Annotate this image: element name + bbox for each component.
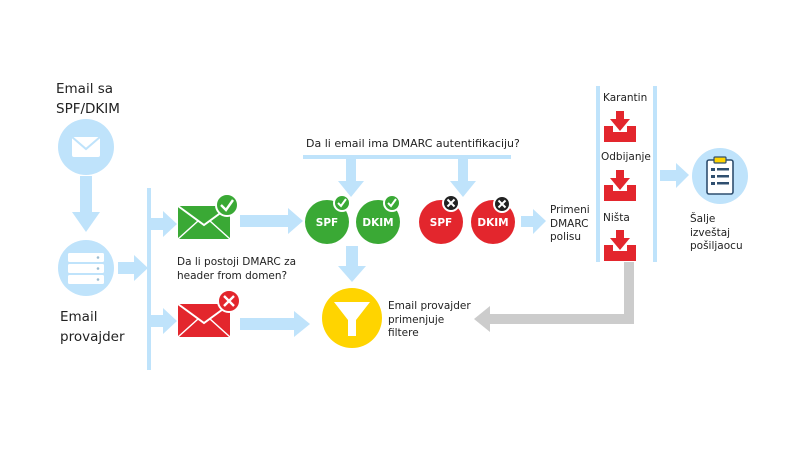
report-label-line2: izveštaj [690, 226, 731, 239]
filter-label: Email provajder primenjuje filtere [388, 300, 471, 341]
dkim-pass-label: DKIM [362, 217, 393, 229]
policy-quarantine-label: Karantin [603, 92, 648, 104]
reject-icon [604, 170, 636, 201]
arrow-down [72, 176, 100, 232]
policy-reject-label: Odbijanje [601, 151, 651, 163]
dmarc-exists-question-line1: Da li postoji DMARC za [177, 256, 297, 268]
dkim-fail-label: DKIM [477, 217, 508, 229]
arrow-right [521, 209, 546, 234]
report-label-line3: pošiljaocu [690, 240, 743, 253]
filter-label-line2: primenjuje [388, 313, 445, 326]
apply-policy-label: Primeni DMARC polisu [550, 204, 590, 245]
dmarc-auth-question: Da li email ima DMARC autentifikaciju? [306, 137, 520, 150]
filter-icon [322, 288, 382, 348]
apply-policy-line3: polisu [550, 231, 582, 244]
policy-column-left [596, 86, 600, 262]
arrow-right [240, 311, 310, 337]
apply-policy-line1: Primeni [550, 204, 590, 216]
arrow-right [660, 163, 689, 188]
none-icon [604, 230, 636, 261]
branch-bar [147, 188, 151, 370]
email-source-label-line1: Email sa [56, 81, 114, 97]
email-source-icon [58, 119, 114, 175]
policy-column-right [653, 86, 657, 262]
dkim-pass-badge [356, 194, 401, 244]
arrow-right [240, 208, 303, 234]
dkim-fail-badge [471, 195, 515, 244]
spf-fail-badge [419, 194, 463, 244]
report-label-line1: Šalje [690, 213, 716, 225]
provider-label-line2: provajder [60, 328, 125, 345]
provider-label-line1: Email [60, 309, 98, 325]
provider-label: Email provajder [60, 308, 125, 347]
filter-label-line3: filtere [388, 327, 419, 340]
report-label: Šalje izveštaj pošiljaocu [690, 213, 743, 254]
email-source-label: Email sa SPF/DKIM [56, 80, 120, 119]
arrow-right [151, 211, 177, 237]
server-icon [58, 240, 114, 296]
arrow-right [151, 308, 177, 334]
dmarc-exists-question-line2: header from domen? [177, 269, 288, 282]
arrow-down [338, 246, 366, 282]
envelope-pass-icon [177, 193, 239, 240]
question-bracket [303, 155, 511, 197]
spf-pass-label: SPF [316, 217, 338, 229]
arrow-right [118, 255, 148, 281]
apply-policy-line2: DMARC [550, 217, 589, 230]
return-arrow [474, 262, 634, 332]
spf-pass-badge [305, 194, 351, 244]
envelope-fail-icon [177, 289, 241, 338]
filter-label-line1: Email provajder [388, 300, 471, 312]
policy-none-label: Ništa [603, 212, 630, 224]
quarantine-icon [604, 111, 636, 142]
report-clipboard-icon [692, 148, 748, 204]
spf-fail-label: SPF [430, 217, 452, 229]
dmarc-exists-question: Da li postoji DMARC za header from domen… [177, 256, 296, 283]
email-source-label-line2: SPF/DKIM [56, 100, 120, 117]
